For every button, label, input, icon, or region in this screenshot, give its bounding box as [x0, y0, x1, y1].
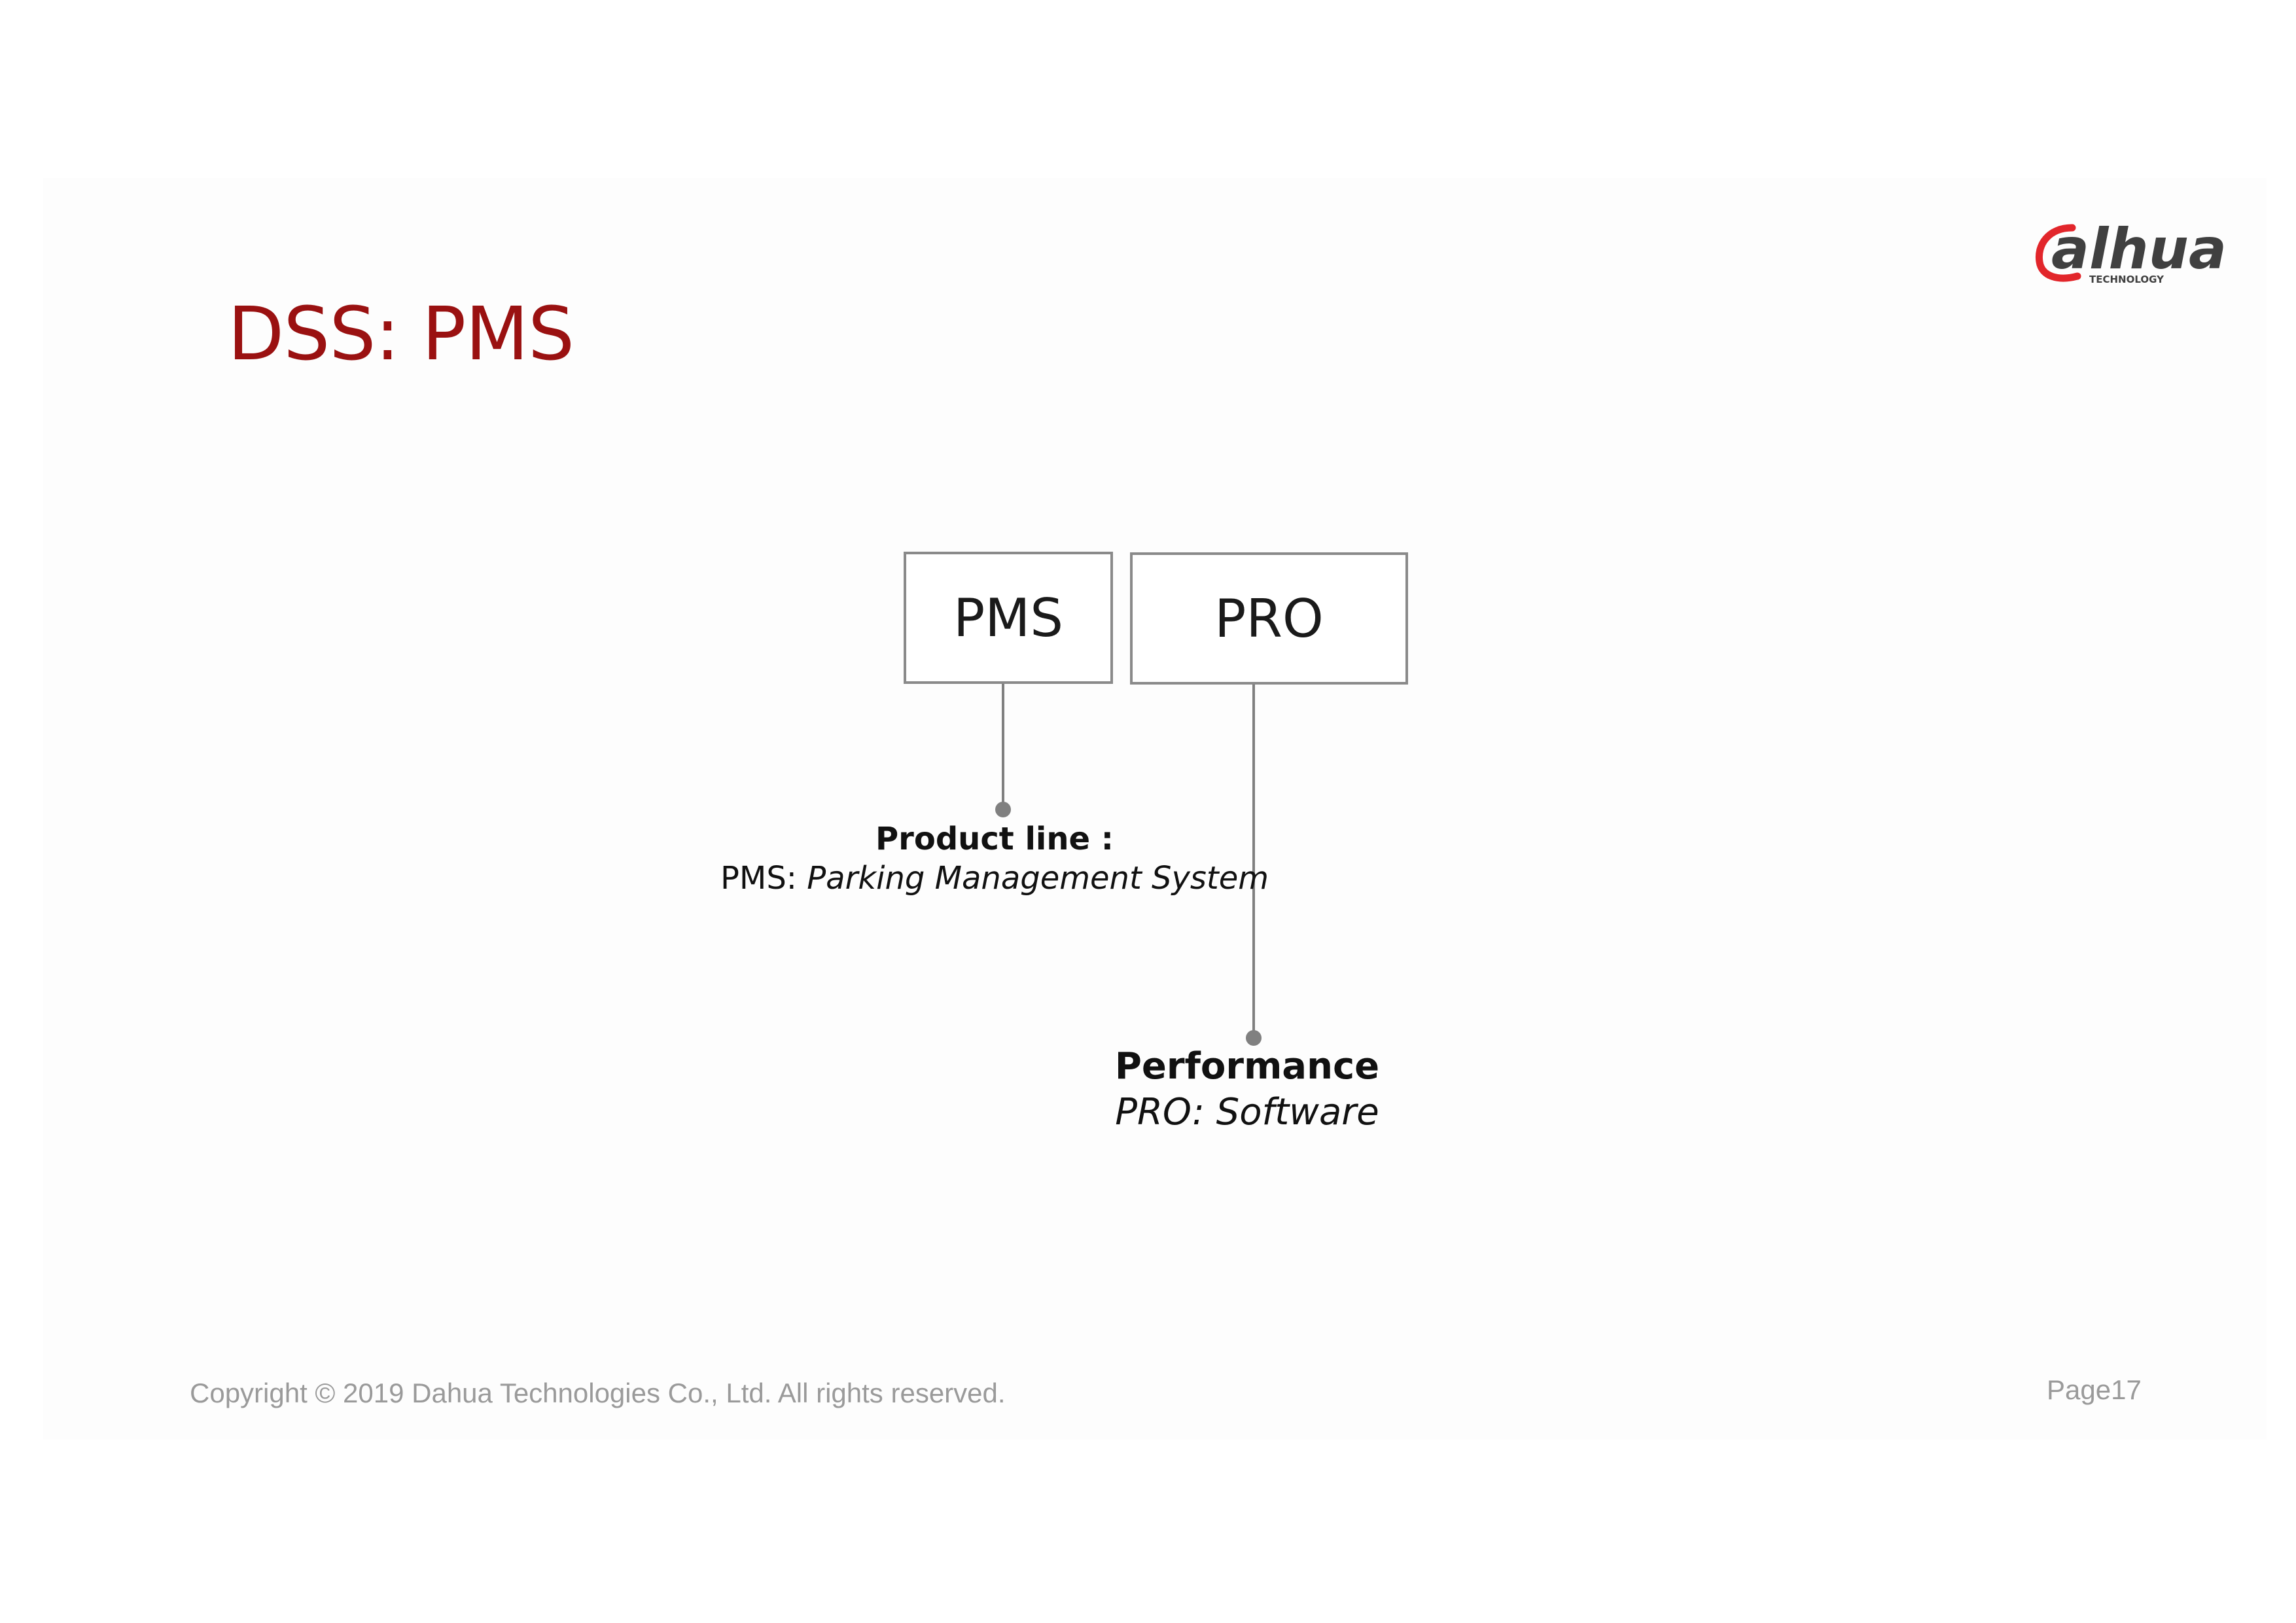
copyright-notice: Copyright © 2019 Dahua Technologies Co.,… [190, 1378, 1006, 1408]
node-pms-label: PMS [953, 587, 1064, 649]
annotation-pms-prefix: PMS: [720, 860, 807, 897]
node-pro-label: PRO [1214, 588, 1324, 649]
node-pro: PRO [1130, 552, 1408, 685]
connector-pms-dot [995, 802, 1011, 817]
connector-pro-dot [1246, 1030, 1262, 1046]
annotation-pro: Performance PRO: Software [1070, 1044, 1424, 1135]
node-pms: PMS [904, 552, 1113, 684]
annotation-pms-text: Parking Management System [807, 860, 1269, 897]
annotation-pms-heading: Product line : [875, 821, 1114, 857]
annotation-pms-body: PMS: Parking Management System [713, 859, 1276, 898]
logo-swoosh-icon [2035, 224, 2081, 282]
page-title: DSS: PMS [228, 292, 574, 377]
slide-background [43, 178, 2267, 1440]
annotation-pro-text: PRO: Software [1115, 1091, 1379, 1133]
dahua-logo: alhua TECHNOLOGY [2035, 217, 2227, 285]
annotation-pro-body: PRO: Software [1070, 1090, 1424, 1135]
page-number: Page17 [2047, 1374, 2142, 1405]
annotation-pro-heading: Performance [1114, 1045, 1380, 1088]
logo-wordmark: alhua [2051, 217, 2227, 282]
annotation-pms: Product line : PMS: Parking Management S… [713, 819, 1276, 898]
logo-tagline: TECHNOLOGY [2089, 274, 2164, 285]
